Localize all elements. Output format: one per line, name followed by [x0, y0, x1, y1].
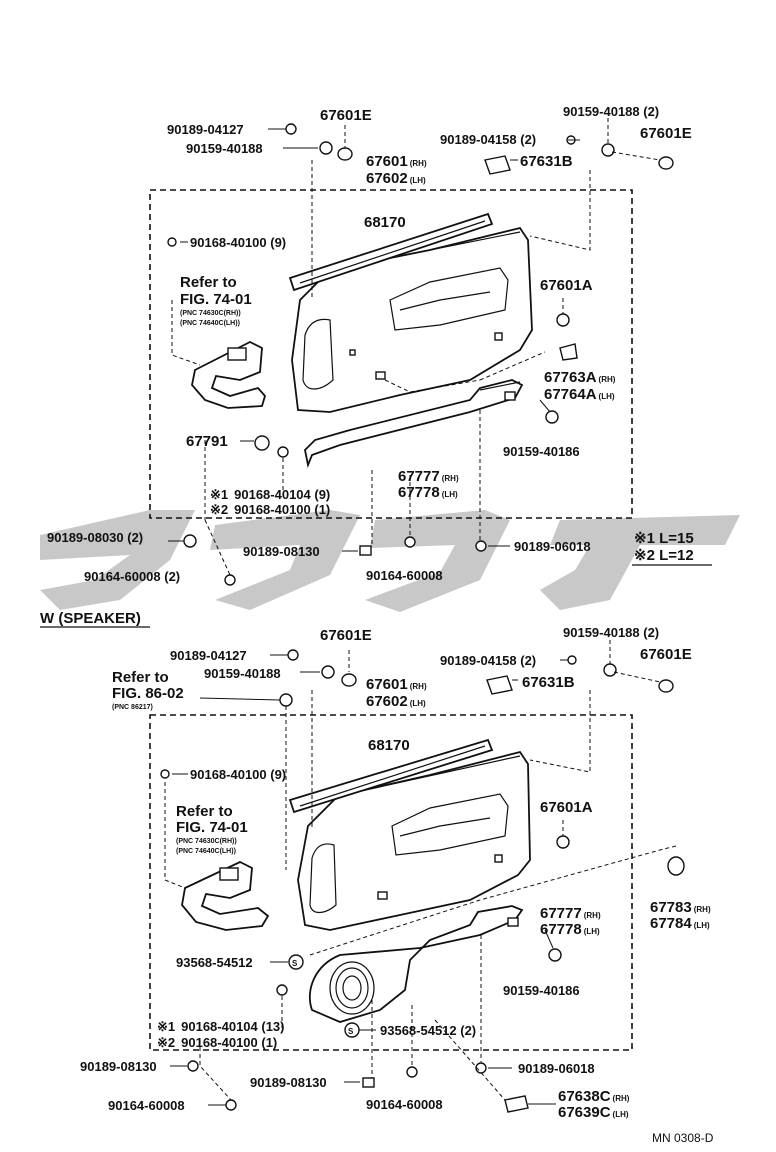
top-label-68170: 68170: [364, 214, 406, 231]
bottom-refer-pnc-lh: (PNC 74640C(LH)): [176, 848, 236, 855]
bottom-label-90159-40188: 90159-40188: [204, 666, 281, 681]
top-assembly-frame: [149, 189, 633, 519]
length-legend: ※1 L=15 ※2 L=12: [632, 530, 712, 566]
top-label-90159-40186: 90159-40186: [503, 444, 580, 459]
bottom-label-93568-54512: 93568-54512: [176, 955, 253, 970]
top-label-67631B: 67631B: [520, 153, 573, 170]
bottom-speaker-armrest: [308, 905, 524, 1023]
bottom-label-90164-60008-a: 90164-60008: [108, 1098, 185, 1113]
bottom-label-67639C: 67639C(LH): [558, 1104, 629, 1121]
bottom-label-93568-54512-2: 93568-54512 (2): [380, 1023, 476, 1038]
top-label-67778: 67778(LH): [398, 484, 458, 501]
bottom-label-67784: 67784(LH): [650, 915, 710, 932]
bottom-refer-pnc-86: (PNC 86217): [112, 704, 153, 711]
top-label-90159-40188: 90159-40188: [186, 141, 263, 156]
bottom-label-90189-08130-a: 90189-08130: [80, 1059, 157, 1074]
bottom-s-mark-a-text: S: [292, 959, 298, 968]
section-title-speaker: W (SPEAKER): [40, 610, 141, 627]
top-nut-90189-04127: [285, 123, 297, 135]
top-trim-clip-hole: [375, 371, 386, 380]
top-refer-to: Refer to: [180, 274, 237, 291]
watermark-logo: [40, 510, 740, 612]
bottom-label-67601E-b: 67601E: [640, 646, 692, 663]
bottom-label-90189-04158-2: 90189-04158 (2): [440, 653, 536, 668]
legend-l15: ※1 L=15: [634, 530, 694, 547]
top-label-90159-40188-2: 90159-40188 (2): [563, 104, 659, 119]
top-refer-pnc-lh: (PNC 74640C(LH)): [180, 320, 240, 327]
top-label-67601E-b: 67601E: [640, 125, 692, 142]
bottom-refer-fig-86: FIG. 86-02: [112, 685, 184, 702]
top-label-67763A: 67763A(RH): [544, 369, 616, 386]
top-cover-67631B: [484, 155, 511, 175]
bottom-cap-67783: [667, 856, 685, 876]
bottom-label-68170: 68170: [368, 737, 410, 754]
top-label-67601E-a: 67601E: [320, 107, 372, 124]
bottom-refer-fig: FIG. 74-01: [176, 819, 248, 836]
bottom-label-67602: 67602(LH): [366, 693, 426, 710]
top-label-90189-08130: 90189-08130: [243, 544, 320, 559]
bottom-refer-to-86: Refer to: [112, 669, 169, 686]
bottom-label-90159-40186: 90159-40186: [503, 983, 580, 998]
bottom-label-67778: 67778(LH): [540, 921, 600, 938]
bottom-bracket-67638C: [504, 1095, 529, 1113]
bottom-label-67601E-a: 67601E: [320, 627, 372, 644]
legend-l12: ※2 L=12: [634, 547, 694, 564]
top-refer-pnc-rh: (PNC 74630C(RH)): [180, 310, 241, 317]
bottom-assembly-frame: [149, 714, 633, 1051]
bottom-label-90189-08130-b: 90189-08130: [250, 1075, 327, 1090]
bottom-label-67638C: 67638C(RH): [558, 1088, 630, 1105]
top-grip-handle: [191, 340, 267, 409]
bottom-diagram: S S: [80, 625, 711, 1121]
bottom-refer-to: Refer to: [176, 803, 233, 820]
bottom-s-mark-a: [288, 954, 304, 970]
bottom-label-90168-40100-9: 90168-40100 (9): [190, 767, 286, 782]
top-label-67602: 67602(LH): [366, 170, 426, 187]
bottom-label-67777: 67777(RH): [540, 905, 601, 922]
top-refer-fig: FIG. 74-01: [180, 291, 252, 308]
top-label-90164-60008: 90164-60008: [366, 568, 443, 583]
top-label-67791: 67791: [186, 433, 228, 450]
bottom-label-67601A: 67601A: [540, 799, 593, 816]
top-cap-67601E-b: [658, 156, 674, 170]
top-label-90189-06018: 90189-06018: [514, 539, 591, 554]
top-label-67764A: 67764A(LH): [544, 386, 615, 403]
top-screw-90159-40188-2: [601, 143, 615, 157]
bottom-label-90189-06018: 90189-06018: [518, 1061, 595, 1076]
top-label-90189-04158-2: 90189-04158 (2): [440, 132, 536, 147]
top-clip-67791: [254, 435, 270, 451]
top-label-90168-40100-9: 90168-40100 (9): [190, 235, 286, 250]
top-cap-67601E-a: [337, 147, 353, 161]
bottom-grip-handle: [181, 860, 270, 931]
top-diagram: 90189-04127 90159-40188 67601E 67601(RH)…: [47, 104, 712, 586]
footer-code: MN 0308-D: [652, 1131, 714, 1145]
bottom-speaker-grille: [329, 961, 375, 1015]
top-screw-90159-40188: [319, 141, 333, 155]
top-label-90189-04127: 90189-04127: [167, 122, 244, 137]
top-armrest-67777: [304, 379, 524, 469]
bottom-label-90189-04127: 90189-04127: [170, 648, 247, 663]
top-label-67601: 67601(RH): [366, 153, 427, 170]
bottom-door-trim-board: [297, 750, 531, 931]
top-label-90189-08030-2: 90189-08030 (2): [47, 530, 143, 545]
top-label-67777: 67777(RH): [398, 468, 459, 485]
top-clip-67601A: [556, 313, 570, 327]
bottom-label-90159-40188-2: 90159-40188 (2): [563, 625, 659, 640]
bottom-label-67631B: 67631B: [522, 674, 575, 691]
top-screw-90159-40186: [545, 410, 559, 424]
bottom-label-67601: 67601(RH): [366, 676, 427, 693]
bottom-s-mark-b-text: S: [348, 1027, 354, 1036]
top-bracket-67763A: [559, 343, 578, 361]
top-label-67601A: 67601A: [540, 277, 593, 294]
bottom-label-67783: 67783(RH): [650, 899, 711, 916]
top-label-90164-60008-2: 90164-60008 (2): [84, 569, 180, 584]
bottom-refer-pnc-rh: (PNC 74630C(RH)): [176, 838, 237, 845]
bottom-label-90164-60008-b: 90164-60008: [366, 1097, 443, 1112]
